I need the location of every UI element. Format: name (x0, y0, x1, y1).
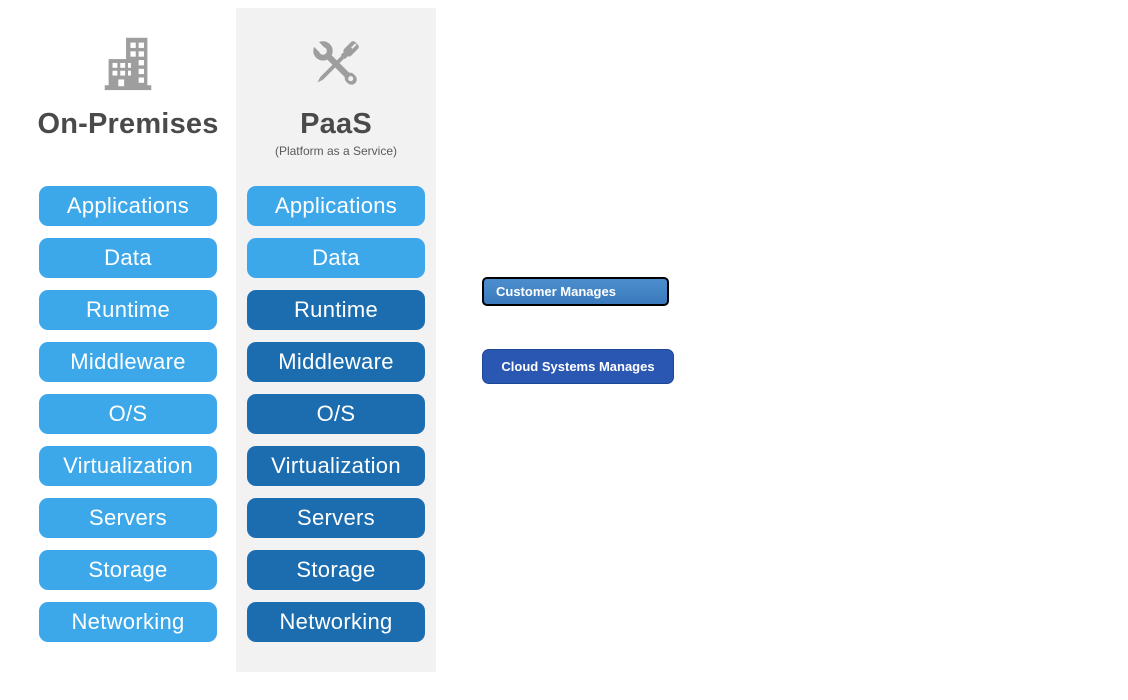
layer-networking: Networking (247, 602, 425, 642)
layer-runtime: Runtime (39, 290, 217, 330)
column-subtitle-paas: (Platform as a Service) (274, 144, 398, 158)
layer-middleware: Middleware (247, 342, 425, 382)
column-title-on-premises: On-Premises (37, 108, 219, 140)
layer-o-s: O/S (39, 394, 217, 434)
building-icon (28, 30, 228, 94)
legend-cloud-manages: Cloud Systems Manages (482, 349, 674, 384)
layer-applications: Applications (247, 186, 425, 226)
layer-servers: Servers (39, 498, 217, 538)
layer-middleware: Middleware (39, 342, 217, 382)
layer-networking: Networking (39, 602, 217, 642)
layer-servers: Servers (247, 498, 425, 538)
legend-customer-manages: Customer Manages (482, 277, 669, 306)
tools-icon (236, 30, 436, 94)
layer-virtualization: Virtualization (247, 446, 425, 486)
layer-storage: Storage (39, 550, 217, 590)
layer-data: Data (39, 238, 217, 278)
column-subtitle-on-premises (28, 144, 228, 158)
paas-column: PaaS (Platform as a Service) Application… (236, 8, 436, 672)
layer-applications: Applications (39, 186, 217, 226)
layer-runtime: Runtime (247, 290, 425, 330)
layer-storage: Storage (247, 550, 425, 590)
column-title-paas: PaaS (300, 108, 372, 140)
layer-virtualization: Virtualization (39, 446, 217, 486)
layer-data: Data (247, 238, 425, 278)
layer-o-s: O/S (247, 394, 425, 434)
